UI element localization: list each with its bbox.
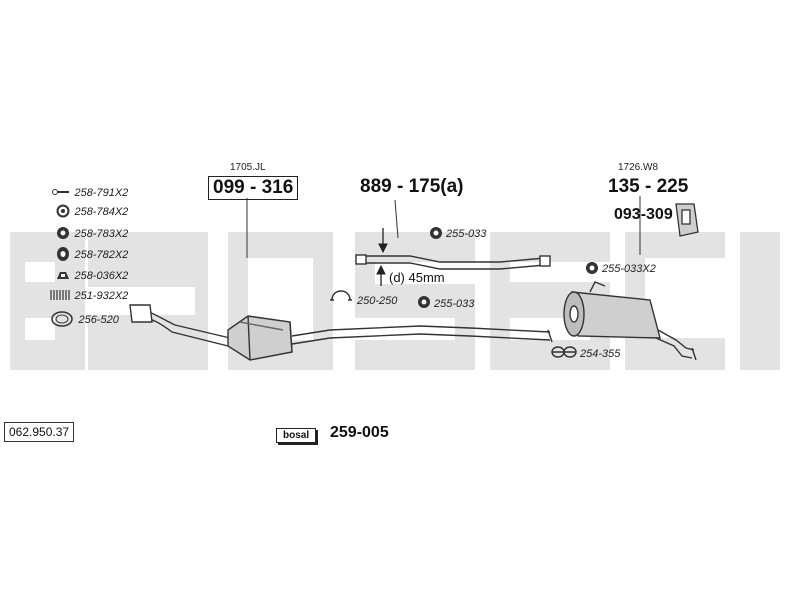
kit-part-number[interactable]: 259-005: [330, 424, 389, 441]
mount-icon: [418, 296, 430, 308]
catalytic-converter: [227, 315, 293, 361]
front-pipe: [129, 304, 231, 347]
accessory-item: 258-784X2: [56, 202, 128, 220]
callout-rear-mount[interactable]: 255-033X2: [602, 263, 656, 275]
accessory-label: 258-036X2: [74, 270, 129, 282]
rubber-mount-icon: [57, 226, 69, 239]
catalog-number: 062.950.37: [4, 422, 75, 442]
middle-pipe: [291, 325, 553, 345]
accessory-item: 256-520: [50, 310, 119, 328]
cat-part-number[interactable]: 099 - 316: [208, 176, 299, 200]
accessory-label: 256-520: [78, 314, 119, 327]
gasket-ring-icon: [51, 311, 73, 327]
cat-tag: 1705.JL: [230, 162, 266, 173]
accessory-item: 251-932X2: [50, 286, 128, 304]
callout-mount-a[interactable]: 255-033: [446, 228, 487, 240]
callout-clamp[interactable]: 250-250: [357, 295, 398, 307]
arrow-up: [376, 264, 386, 286]
rubber-mount-tall-icon: [57, 246, 69, 261]
nut-icon: [57, 271, 69, 279]
upper-pipe: [355, 254, 551, 270]
accessory-label: 258-782X2: [74, 249, 129, 261]
mount-icon: [430, 227, 442, 239]
spring-icon: [50, 289, 70, 300]
bolt-icon: [52, 188, 69, 195]
diameter-label: (d) 45mm: [389, 270, 445, 285]
accessory-item: 258-791X2: [52, 183, 128, 201]
rear-sub-part-number[interactable]: 093-309: [614, 206, 673, 223]
accessory-item: 258-782X2: [56, 245, 128, 263]
clamp-icon: [330, 290, 352, 301]
rear-part-number[interactable]: 135 - 225: [608, 176, 689, 197]
kit-logo: bosal: [276, 425, 317, 443]
rear-muffler: [563, 281, 697, 361]
callout-rear-clamp[interactable]: 254-355: [580, 348, 621, 360]
accessory-label: 258-783X2: [74, 228, 129, 240]
accessory-label: 258-791X2: [74, 187, 129, 199]
accessory-item: 258-783X2: [56, 224, 128, 242]
bracket-icon: [675, 203, 699, 237]
ring-icon: [56, 204, 70, 218]
mid-part-number[interactable]: 889 - 175(a): [360, 176, 464, 197]
bosal-logo: bosal: [276, 428, 317, 443]
leader-line-mid: [394, 199, 399, 239]
arrow-down: [378, 228, 388, 254]
accessory-label: 258-784X2: [74, 206, 129, 218]
mount-icon: [586, 262, 598, 274]
accessory-label: 251-932X2: [74, 290, 129, 302]
rear-clamp-icon: [551, 346, 577, 358]
rear-tag: 1726.W8: [618, 162, 659, 173]
callout-mount-b[interactable]: 255-033: [434, 298, 475, 310]
accessory-item: 258-036X2: [56, 266, 128, 284]
